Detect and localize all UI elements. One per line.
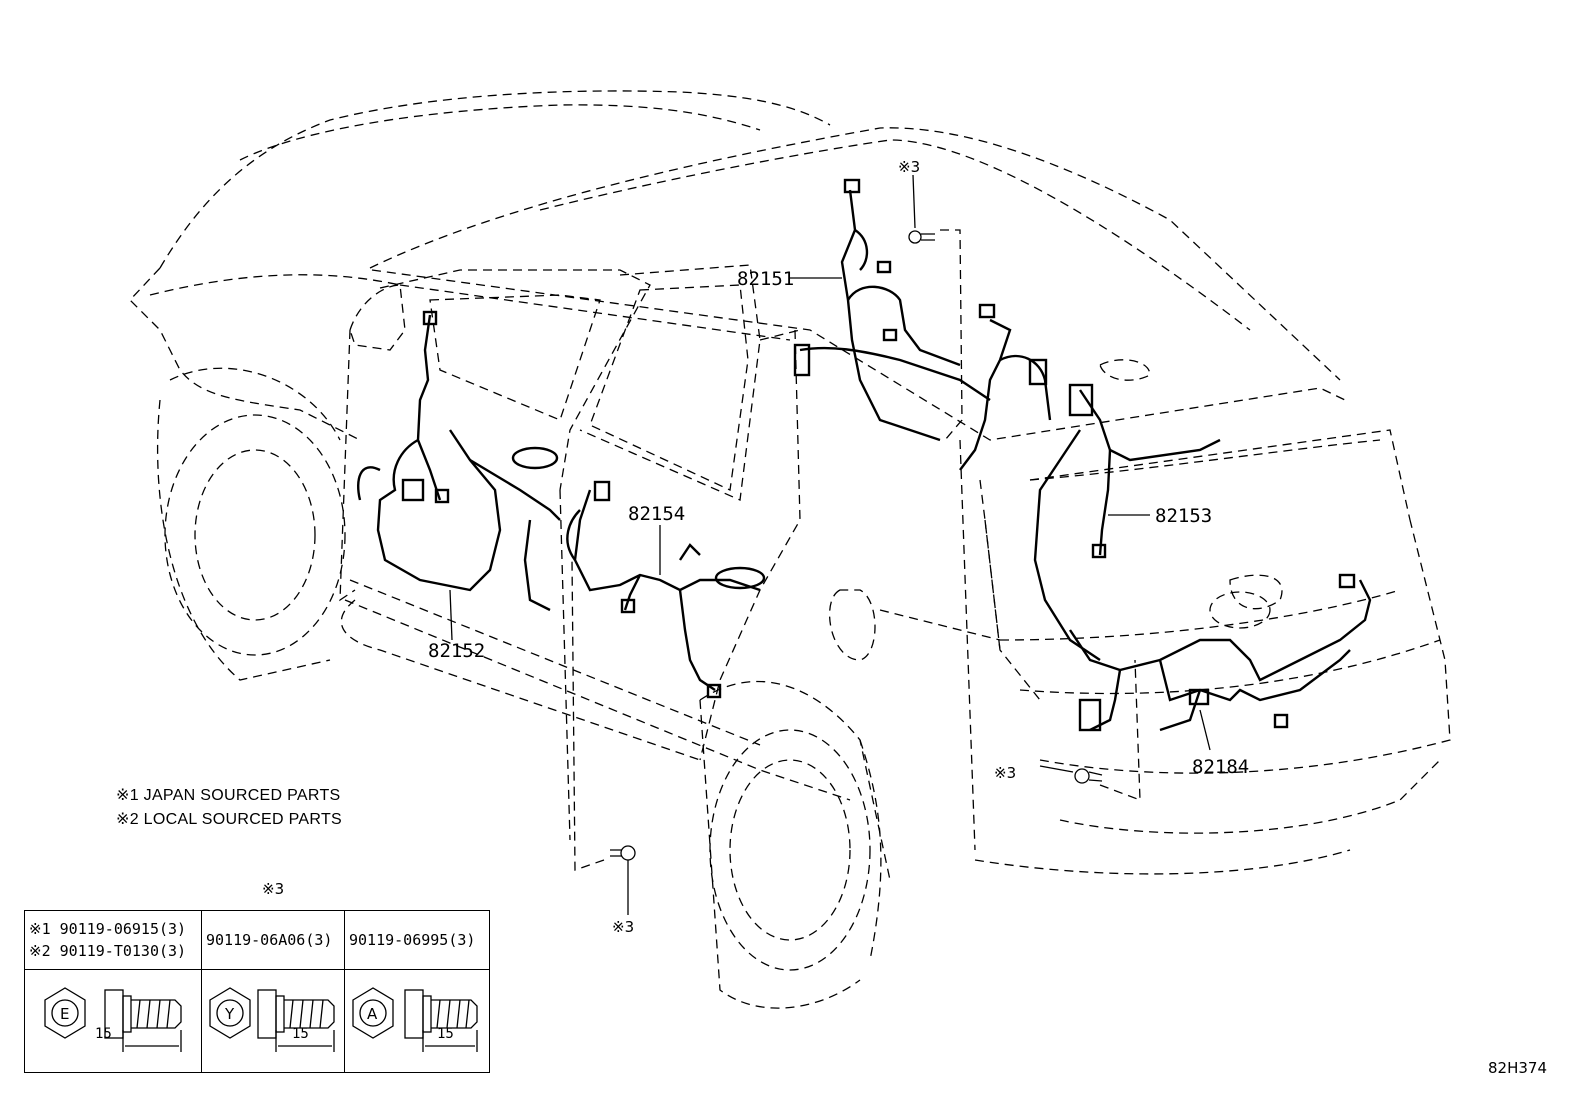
- fastener-table: ※1 90119-06915(3) ※2 90119-T0130(3) 9011…: [24, 910, 490, 1073]
- fastener-cell-3: A 15: [344, 969, 490, 1073]
- ref-mark-roof: ※3: [898, 158, 920, 176]
- bolt-roof: [908, 174, 963, 441]
- bolt-a-mark: A: [367, 1005, 378, 1023]
- vehicle-outline: [129, 90, 1451, 1009]
- fastener-2-part: 90119-06A06(3): [206, 931, 333, 949]
- bolt-a-dim: 15: [437, 1026, 454, 1042]
- label-82184: 82184: [1192, 756, 1249, 778]
- fastener-header-1: ※1 90119-06915(3) ※2 90119-T0130(3): [24, 910, 202, 970]
- fastener-3-part: 90119-06995(3): [349, 931, 476, 949]
- leader-82152: [449, 589, 453, 641]
- label-82152: 82152: [428, 640, 485, 662]
- ref-mark-rear: ※3: [994, 764, 1016, 782]
- harness-82151: [793, 178, 1052, 471]
- bolt-e-icon: E: [44, 987, 182, 1052]
- bolt-e-dim: 15: [95, 1026, 112, 1042]
- fastener-header-2: 90119-06A06(3): [201, 910, 345, 970]
- fastener-cell-2: Y 15: [201, 969, 345, 1073]
- bolt-a-icon: A: [352, 987, 478, 1052]
- label-82154: 82154: [628, 503, 685, 525]
- label-82153: 82153: [1155, 505, 1212, 527]
- bolt-e-mark: E: [60, 1005, 69, 1023]
- ref-mark-table: ※3: [262, 880, 284, 898]
- bolt-y-mark: Y: [224, 1005, 235, 1023]
- figure-code: 82H374: [1488, 1059, 1547, 1077]
- harness-82184: [1069, 573, 1372, 732]
- fastener-1-part-a: ※1 90119-06915(3): [29, 920, 187, 938]
- harness-82152: [357, 310, 561, 612]
- note-local-sourced: ※2 LOCAL SOURCED PARTS: [116, 811, 342, 828]
- leader-82184: [1199, 709, 1211, 751]
- bolt-rear: [1039, 659, 1141, 801]
- bolt-y-dim: 15: [292, 1026, 309, 1042]
- bolt-floor: [571, 559, 636, 915]
- ref-mark-floor: ※3: [612, 918, 634, 936]
- bolt-y-icon: Y: [209, 987, 335, 1052]
- fastener-cell-1: E 15: [24, 969, 202, 1073]
- label-82151: 82151: [737, 268, 794, 290]
- harness-82153: [1033, 383, 1221, 661]
- fastener-header-3: 90119-06995(3): [344, 910, 490, 970]
- note-japan-sourced: ※1 JAPAN SOURCED PARTS: [116, 787, 341, 804]
- harness-82154: [511, 446, 766, 699]
- fastener-1-part-b: ※2 90119-T0130(3): [29, 942, 187, 960]
